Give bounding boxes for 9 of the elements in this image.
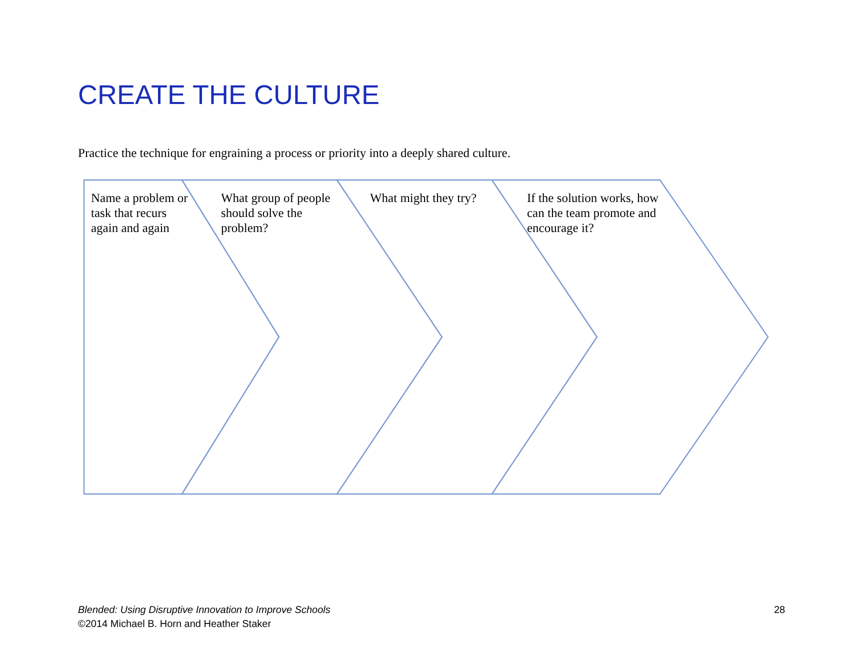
prompt-text: What group of people should solve the problem? <box>221 191 332 236</box>
copyright-text: ©2014 Michael B. Horn and Heather Staker <box>78 619 272 630</box>
instruction-text: Practice the technique for engraining a process or priority into a deeply shared culture. <box>78 146 510 161</box>
prompt-text: What might they try? <box>370 191 478 206</box>
book-title-text: Blended: Using Disruptive Innovation to Improve Schools <box>78 605 330 616</box>
prompt-text: If the solution works, how can the team promote and encourage it? <box>527 191 660 236</box>
page-title: CREATE THE CULTURE <box>78 80 380 111</box>
prompt-text: Name a problem or task that recurs again and again <box>91 191 189 236</box>
page-number: 28 <box>774 605 786 616</box>
